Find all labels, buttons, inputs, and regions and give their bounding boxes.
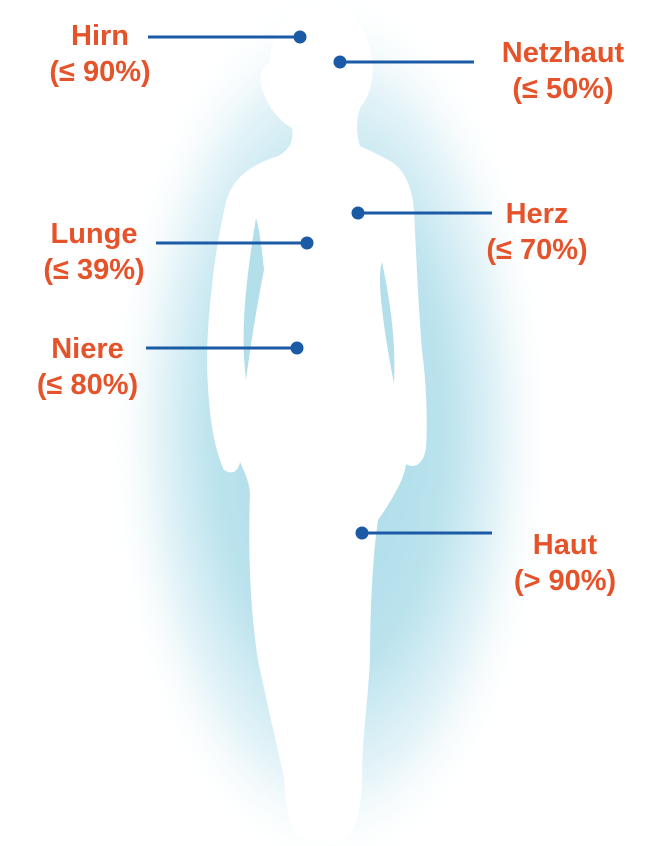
label-herz-name: Herz bbox=[462, 196, 612, 232]
organ-dot-herz bbox=[352, 207, 365, 220]
label-lunge-value: (≤ 39%) bbox=[14, 252, 174, 288]
label-herz-value: (≤ 70%) bbox=[462, 232, 612, 268]
label-netzhaut-value: (≤ 50%) bbox=[478, 71, 648, 107]
label-netzhaut: Netzhaut (≤ 50%) bbox=[478, 35, 648, 107]
label-hirn-value: (≤ 90%) bbox=[30, 54, 170, 90]
label-haut: Haut (> 90%) bbox=[490, 527, 640, 599]
label-hirn-name: Hirn bbox=[30, 18, 170, 54]
label-hirn: Hirn (≤ 90%) bbox=[30, 18, 170, 90]
label-netzhaut-name: Netzhaut bbox=[478, 35, 648, 71]
organ-dot-niere bbox=[291, 342, 304, 355]
label-herz: Herz (≤ 70%) bbox=[462, 196, 612, 268]
organ-dot-lunge bbox=[301, 237, 314, 250]
label-niere-name: Niere bbox=[10, 331, 165, 367]
label-lunge-name: Lunge bbox=[14, 216, 174, 252]
organ-dot-hirn bbox=[294, 31, 307, 44]
label-niere: Niere (≤ 80%) bbox=[10, 331, 165, 403]
label-haut-value: (> 90%) bbox=[490, 563, 640, 599]
label-haut-name: Haut bbox=[490, 527, 640, 563]
label-niere-value: (≤ 80%) bbox=[10, 367, 165, 403]
organ-dot-netzhaut bbox=[334, 56, 347, 69]
label-lunge: Lunge (≤ 39%) bbox=[14, 216, 174, 288]
organ-dot-haut bbox=[356, 527, 369, 540]
